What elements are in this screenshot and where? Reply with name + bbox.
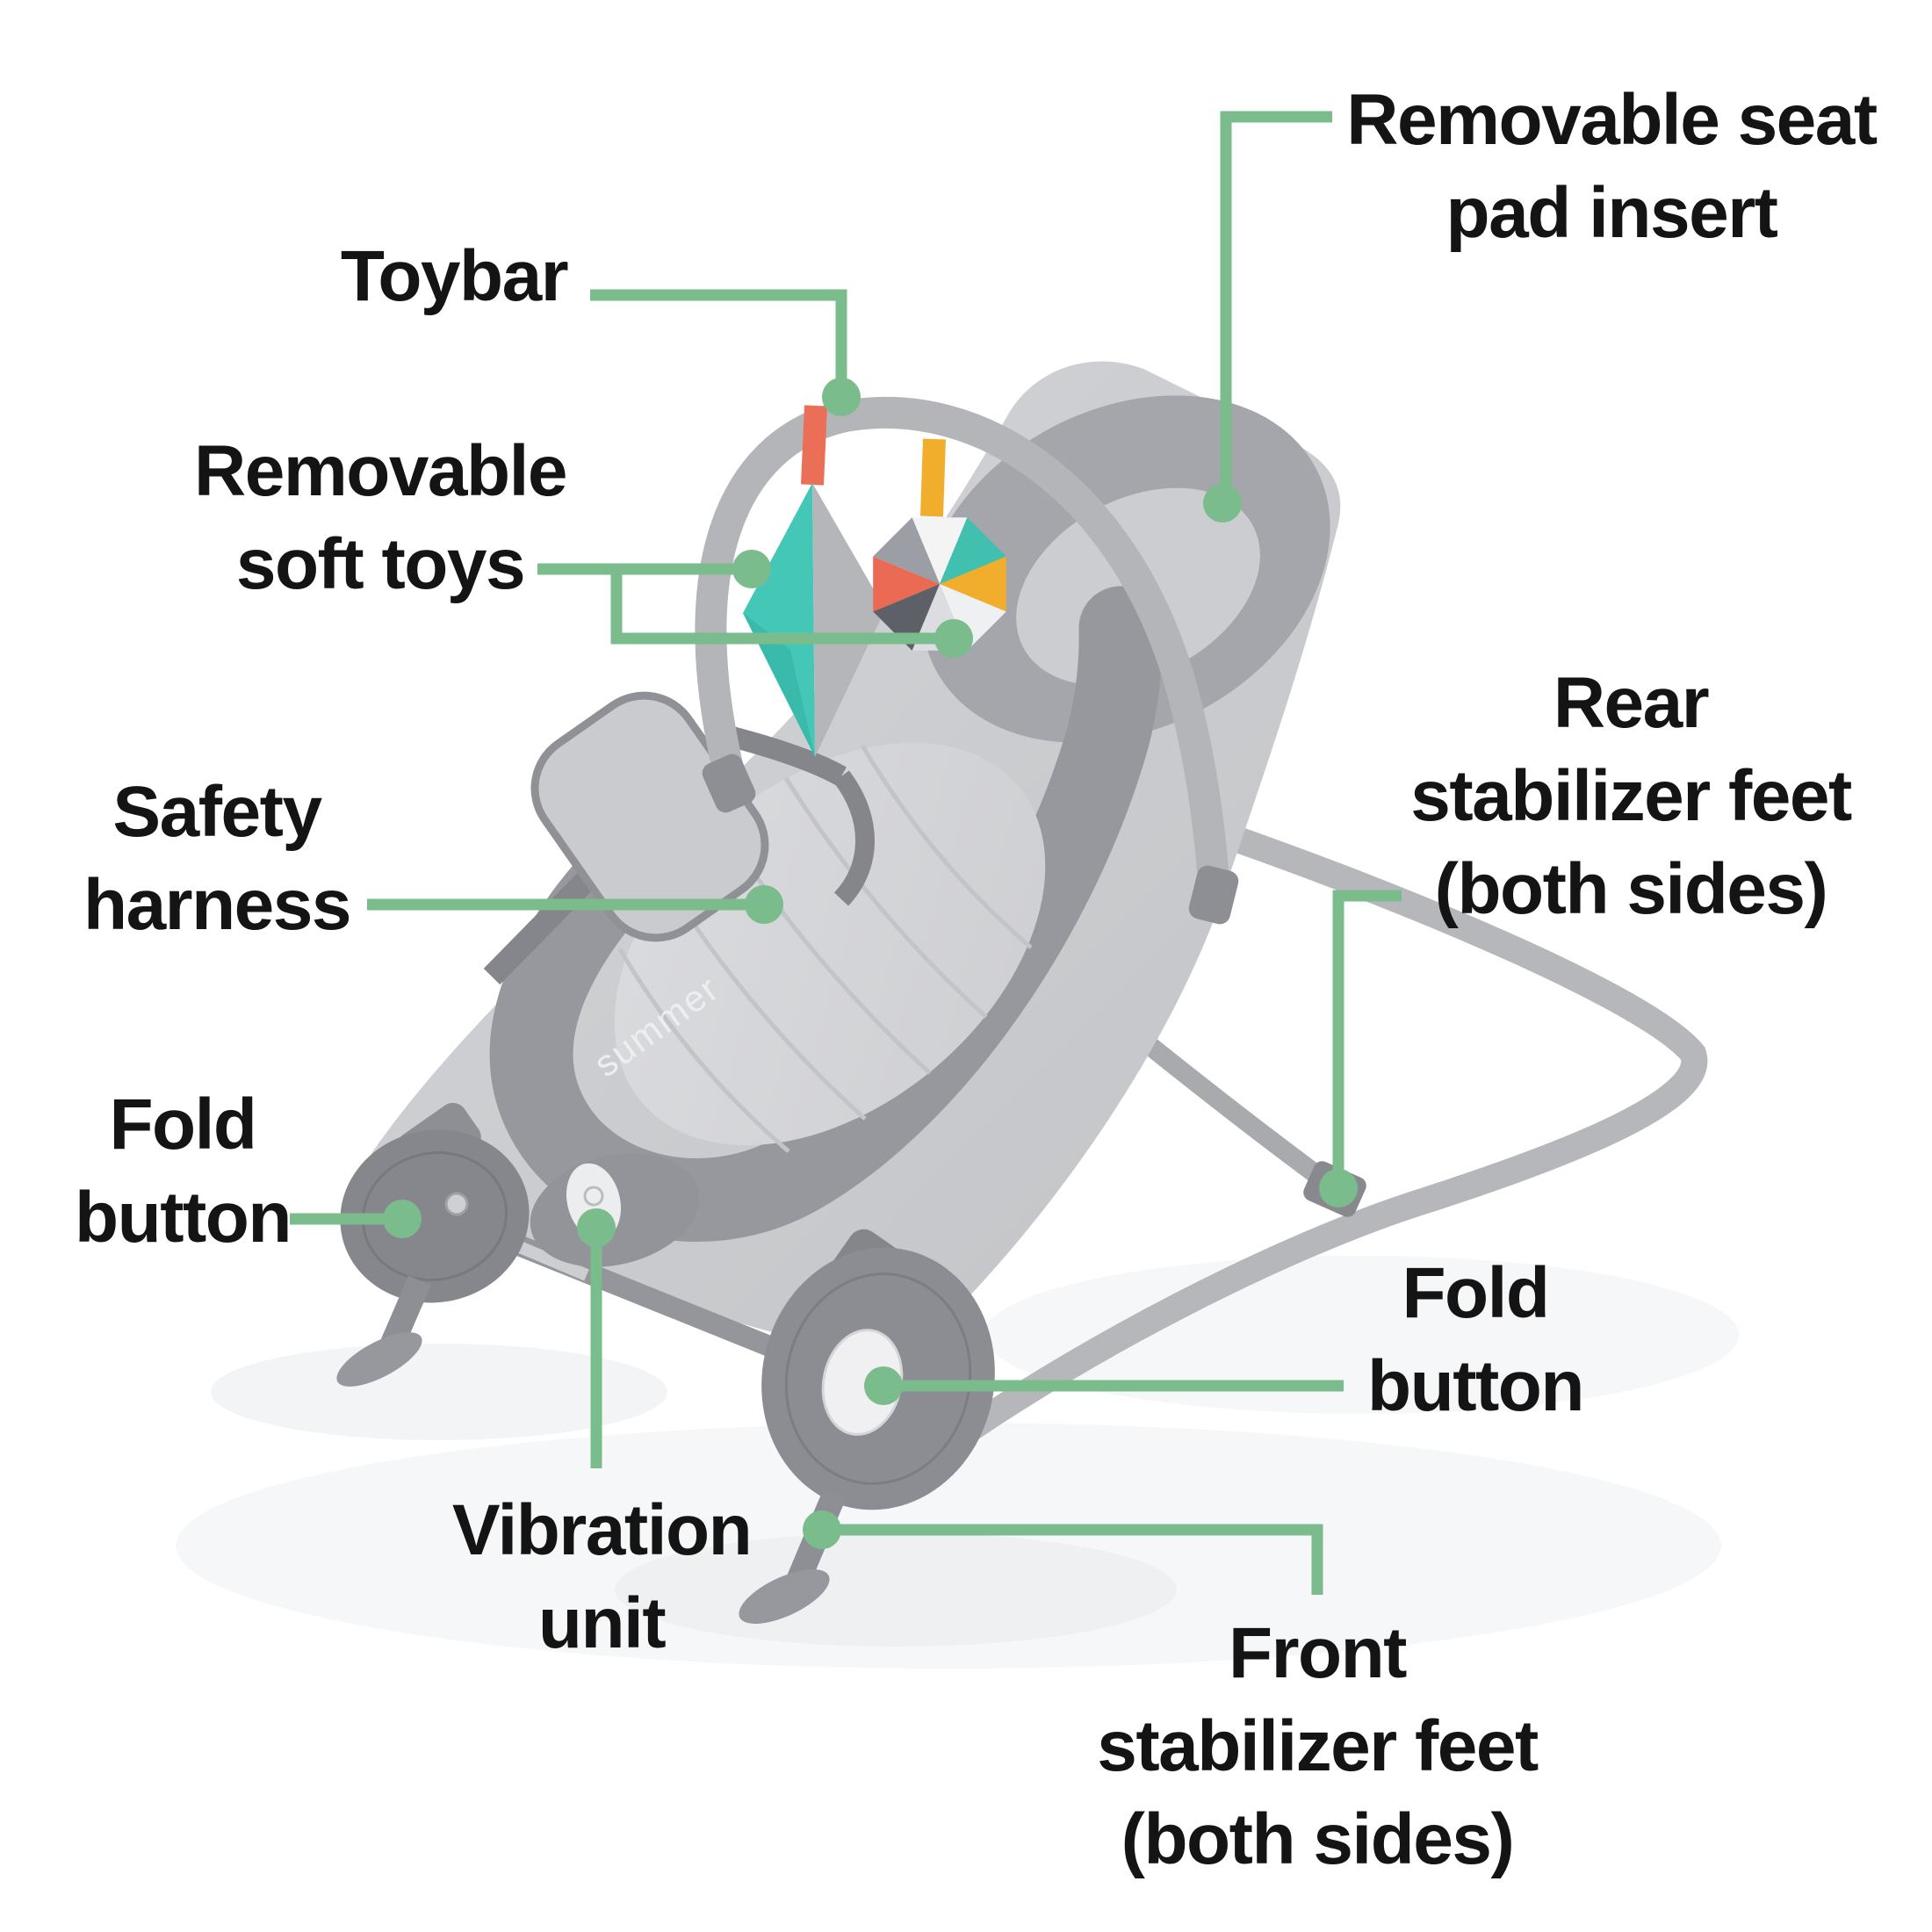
label-seat-pad-insert: Removable seat pad insert: [1346, 74, 1878, 260]
toybar-arch: [695, 397, 1230, 910]
label-line: Fold: [109, 1085, 257, 1164]
label-line: stabilizer feet: [1097, 1706, 1539, 1786]
leader-toybar: [590, 289, 847, 385]
front-crossbar-highlight: [507, 1236, 589, 1281]
leader-front-stabilizer: [822, 1524, 1323, 1595]
toybar-clip-right: [1188, 865, 1239, 925]
dot-seat-pad: [1203, 484, 1242, 523]
leader-soft-toys-2: [610, 569, 954, 645]
rear-frame-tube: [946, 823, 1708, 1450]
label-line: Safety: [112, 772, 322, 852]
label-vibration-unit: Vibration unit: [451, 1484, 753, 1670]
label-line: Rear: [1553, 663, 1710, 743]
fold-housing-left: [340, 1129, 530, 1303]
label-fold-button-right: Fold button: [1367, 1247, 1584, 1433]
dot-rear-stabilizer: [1319, 1169, 1358, 1208]
label-soft-toys: Removable soft toys: [193, 425, 568, 611]
label-line: stabilizer feet: [1410, 756, 1852, 836]
dot-fold-left: [383, 1200, 422, 1238]
label-line: button: [75, 1178, 292, 1258]
label-line: Vibration: [451, 1490, 753, 1570]
dot-toybar: [822, 378, 861, 416]
toy-pinwheel: [873, 517, 1006, 651]
dot-vibration: [577, 1208, 616, 1247]
label-rear-stabilizer: Rear stabilizer feet (both sides): [1410, 657, 1852, 936]
dot-soft-toy-1: [732, 550, 771, 588]
dot-safety-harness: [745, 885, 783, 924]
leader-seat-pad: [1220, 111, 1332, 492]
label-line: (both sides): [1121, 1799, 1515, 1879]
left-screw: [444, 1192, 469, 1216]
toy-diamond: [743, 483, 885, 757]
label-line: Removable seat: [1346, 80, 1878, 160]
label-toybar: Toybar: [340, 230, 569, 323]
label-line: Toybar: [340, 236, 569, 316]
dot-soft-toy-2: [934, 619, 973, 658]
label-line: pad insert: [1445, 173, 1778, 253]
dot-front-stabilizer: [803, 1510, 841, 1549]
bolster-ring: [489, 586, 1163, 1242]
label-line: unit: [537, 1583, 667, 1663]
label-line: (both sides): [1434, 849, 1828, 929]
toybar-clip-left: [702, 753, 756, 813]
front-right-foot: [739, 1569, 830, 1624]
callout-dots: [383, 378, 1358, 1549]
label-line: Front: [1229, 1613, 1407, 1693]
label-front-stabilizer: Front stabilizer feet (both sides): [1097, 1607, 1539, 1886]
label-line: Removable: [193, 431, 568, 511]
harness-strap-left: [483, 871, 595, 985]
leader-lines: [290, 111, 1402, 1595]
leader-rear-stabilizer: [1332, 890, 1402, 1188]
label-line: harness: [83, 865, 352, 945]
label-line: Fold: [1402, 1253, 1550, 1333]
front-left-foot: [336, 1332, 422, 1387]
label-safety-harness: Safety harness: [83, 766, 352, 952]
label-line: soft toys: [235, 524, 526, 604]
label-line: button: [1367, 1346, 1584, 1426]
dot-fold-right: [864, 1366, 903, 1405]
vibration-button-emblem: [583, 1186, 604, 1207]
toy-strap-coral: [801, 405, 827, 486]
toy-strap-yellow: [920, 438, 946, 517]
label-fold-button-left: Fold button: [75, 1078, 292, 1265]
harness-strap-dangle: [833, 770, 875, 906]
